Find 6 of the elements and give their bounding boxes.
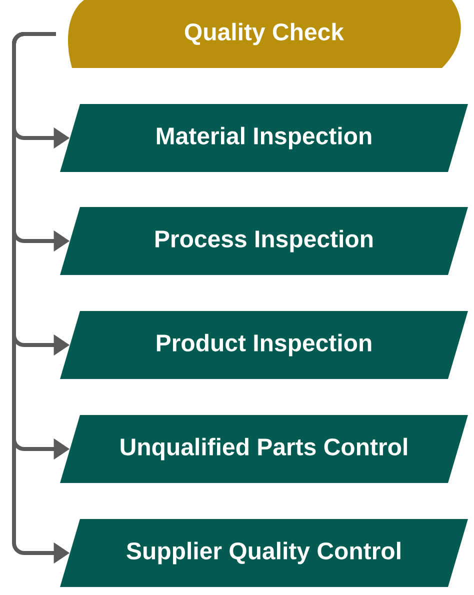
process-box: Supplier Quality Control — [60, 519, 468, 587]
heading-banner: Quality Check — [68, 0, 461, 68]
process-box: Process Inspection — [60, 207, 468, 275]
process-box: Unqualified Parts Control — [60, 415, 468, 483]
process-box: Material Inspection — [60, 104, 468, 172]
process-box: Product Inspection — [60, 311, 468, 379]
